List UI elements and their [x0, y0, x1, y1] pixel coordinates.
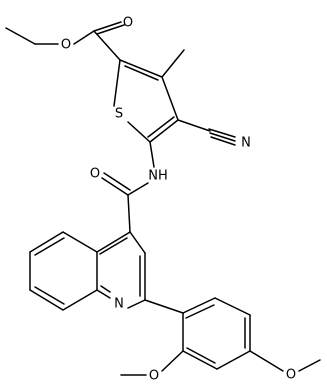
amide-nh-label: NH	[148, 169, 168, 184]
ester-ether-oxygen-label: O	[61, 38, 71, 53]
bond	[62, 231, 98, 253]
bond	[62, 289, 98, 311]
amide-oxygen-label: O	[90, 167, 100, 182]
bond	[186, 347, 216, 364]
bond	[73, 30, 95, 45]
bond	[144, 299, 184, 314]
bond	[161, 350, 184, 372]
bond	[29, 231, 64, 253]
bond	[214, 297, 251, 316]
bond	[5, 27, 36, 45]
bond	[149, 119, 179, 143]
bond	[96, 231, 131, 253]
bond	[127, 299, 146, 309]
bond	[298, 359, 321, 372]
quinoline-nitrogen-label: N	[114, 297, 124, 312]
thiophene-sulfur-label: S	[115, 107, 123, 122]
bond	[103, 172, 131, 191]
right-methoxy-oxygen-label: O	[286, 368, 296, 383]
bond	[216, 350, 251, 370]
bond	[93, 30, 121, 61]
bond	[161, 76, 179, 121]
bond	[101, 177, 129, 196]
bond	[124, 65, 159, 81]
bond	[96, 289, 111, 299]
nitrile-nitrogen-label: N	[241, 136, 251, 151]
bond	[182, 350, 218, 370]
atom-labels: O O S N NH O N O O	[61, 16, 296, 384]
bond	[129, 231, 146, 254]
bond	[99, 237, 128, 255]
bond	[182, 297, 216, 314]
bond	[34, 286, 65, 305]
bond	[119, 59, 163, 78]
bond	[113, 59, 121, 107]
bond	[127, 182, 149, 196]
bond	[161, 49, 185, 78]
left-methoxy-oxygen-label: O	[149, 369, 159, 384]
bond	[149, 141, 155, 168]
bond	[208, 128, 236, 138]
bond	[100, 285, 111, 293]
bond	[93, 21, 122, 32]
bond	[29, 289, 64, 311]
bond	[147, 116, 175, 138]
bonds	[5, 21, 321, 376]
bond	[34, 237, 65, 256]
bond	[249, 350, 284, 372]
ester-carbonyl-oxygen-label: O	[123, 16, 133, 31]
bond	[127, 194, 131, 233]
bond	[209, 132, 236, 142]
bond	[185, 304, 215, 319]
bond	[177, 119, 211, 132]
bond	[96, 24, 125, 35]
bond	[210, 136, 236, 146]
bond	[127, 121, 151, 143]
